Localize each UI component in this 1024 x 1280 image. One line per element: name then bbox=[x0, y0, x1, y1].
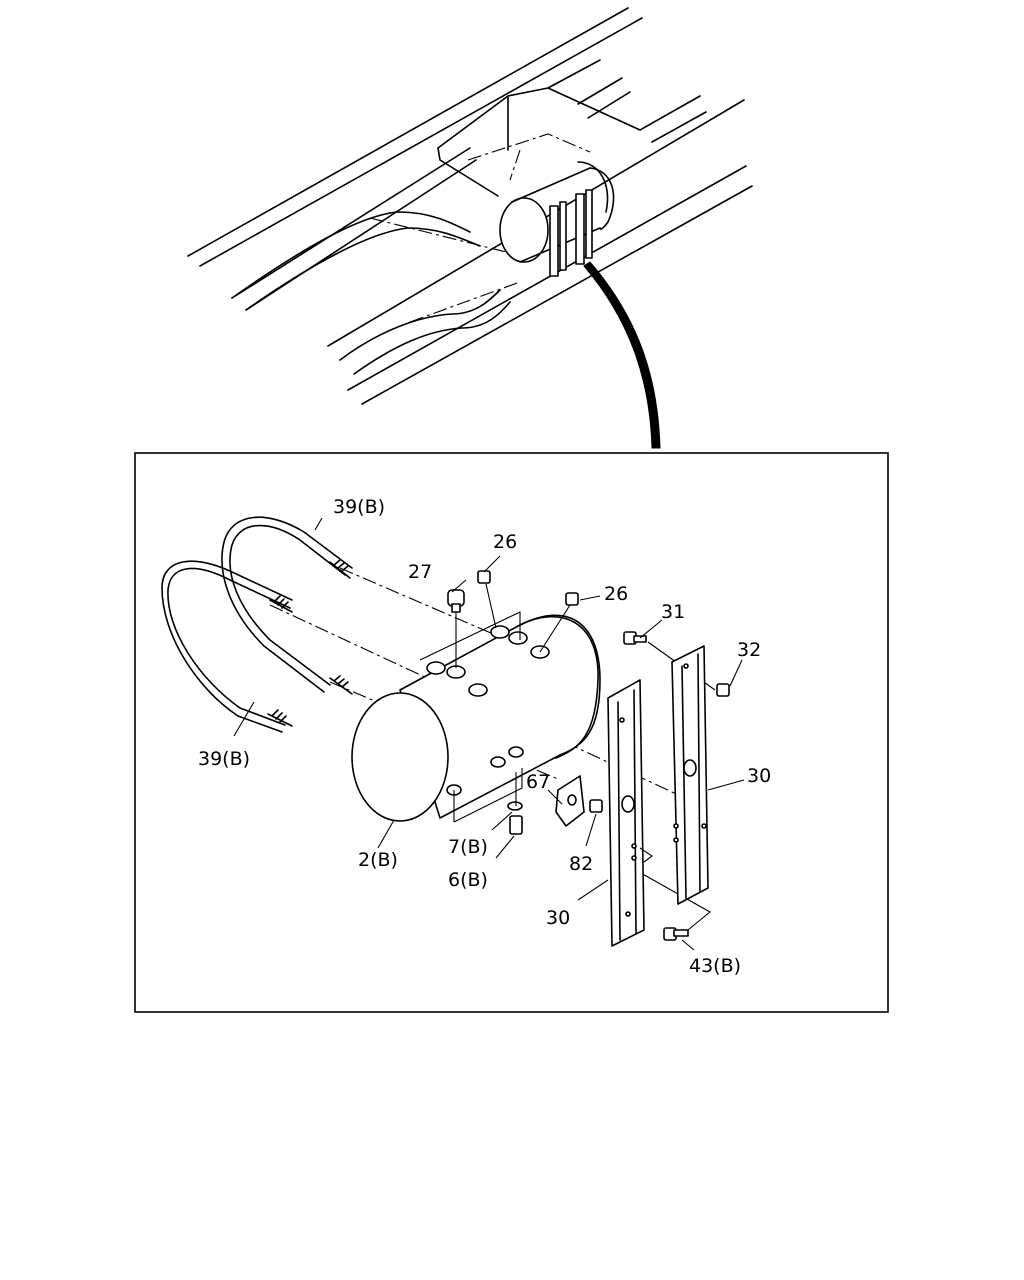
callout-labels: 39(B) 26 27 26 31 32 39(B) 30 67 7(B) 82… bbox=[198, 496, 771, 977]
callout-67: 67 bbox=[526, 771, 550, 793]
callout-82: 82 bbox=[569, 853, 593, 875]
detail-arrow bbox=[583, 261, 661, 449]
callout-39b-left: 39(B) bbox=[198, 748, 250, 770]
callout-31: 31 bbox=[661, 601, 685, 623]
channel-bracket-right bbox=[671, 645, 709, 905]
callout-27: 27 bbox=[408, 561, 432, 583]
callout-30-bottom: 30 bbox=[546, 907, 570, 929]
bracket-67 bbox=[555, 775, 603, 827]
callout-2b: 2(B) bbox=[358, 849, 398, 871]
callout-7b: 7(B) bbox=[448, 836, 488, 858]
callout-39b-top: 39(B) bbox=[333, 496, 385, 518]
callout-32: 32 bbox=[737, 639, 761, 661]
callout-26-a: 26 bbox=[493, 531, 517, 553]
u-bolt-upper bbox=[221, 516, 353, 695]
callout-43b: 43(B) bbox=[689, 955, 741, 977]
channel-bracket-left bbox=[607, 679, 653, 947]
u-bolt-lower bbox=[161, 560, 293, 733]
fittings bbox=[447, 570, 730, 941]
callout-30-right: 30 bbox=[747, 765, 771, 787]
detail-frame bbox=[134, 452, 889, 1013]
callout-6b: 6(B) bbox=[448, 869, 488, 891]
callout-26-b: 26 bbox=[604, 583, 628, 605]
leader-lines bbox=[233, 517, 745, 951]
chassis-frame-overview bbox=[187, 7, 753, 405]
